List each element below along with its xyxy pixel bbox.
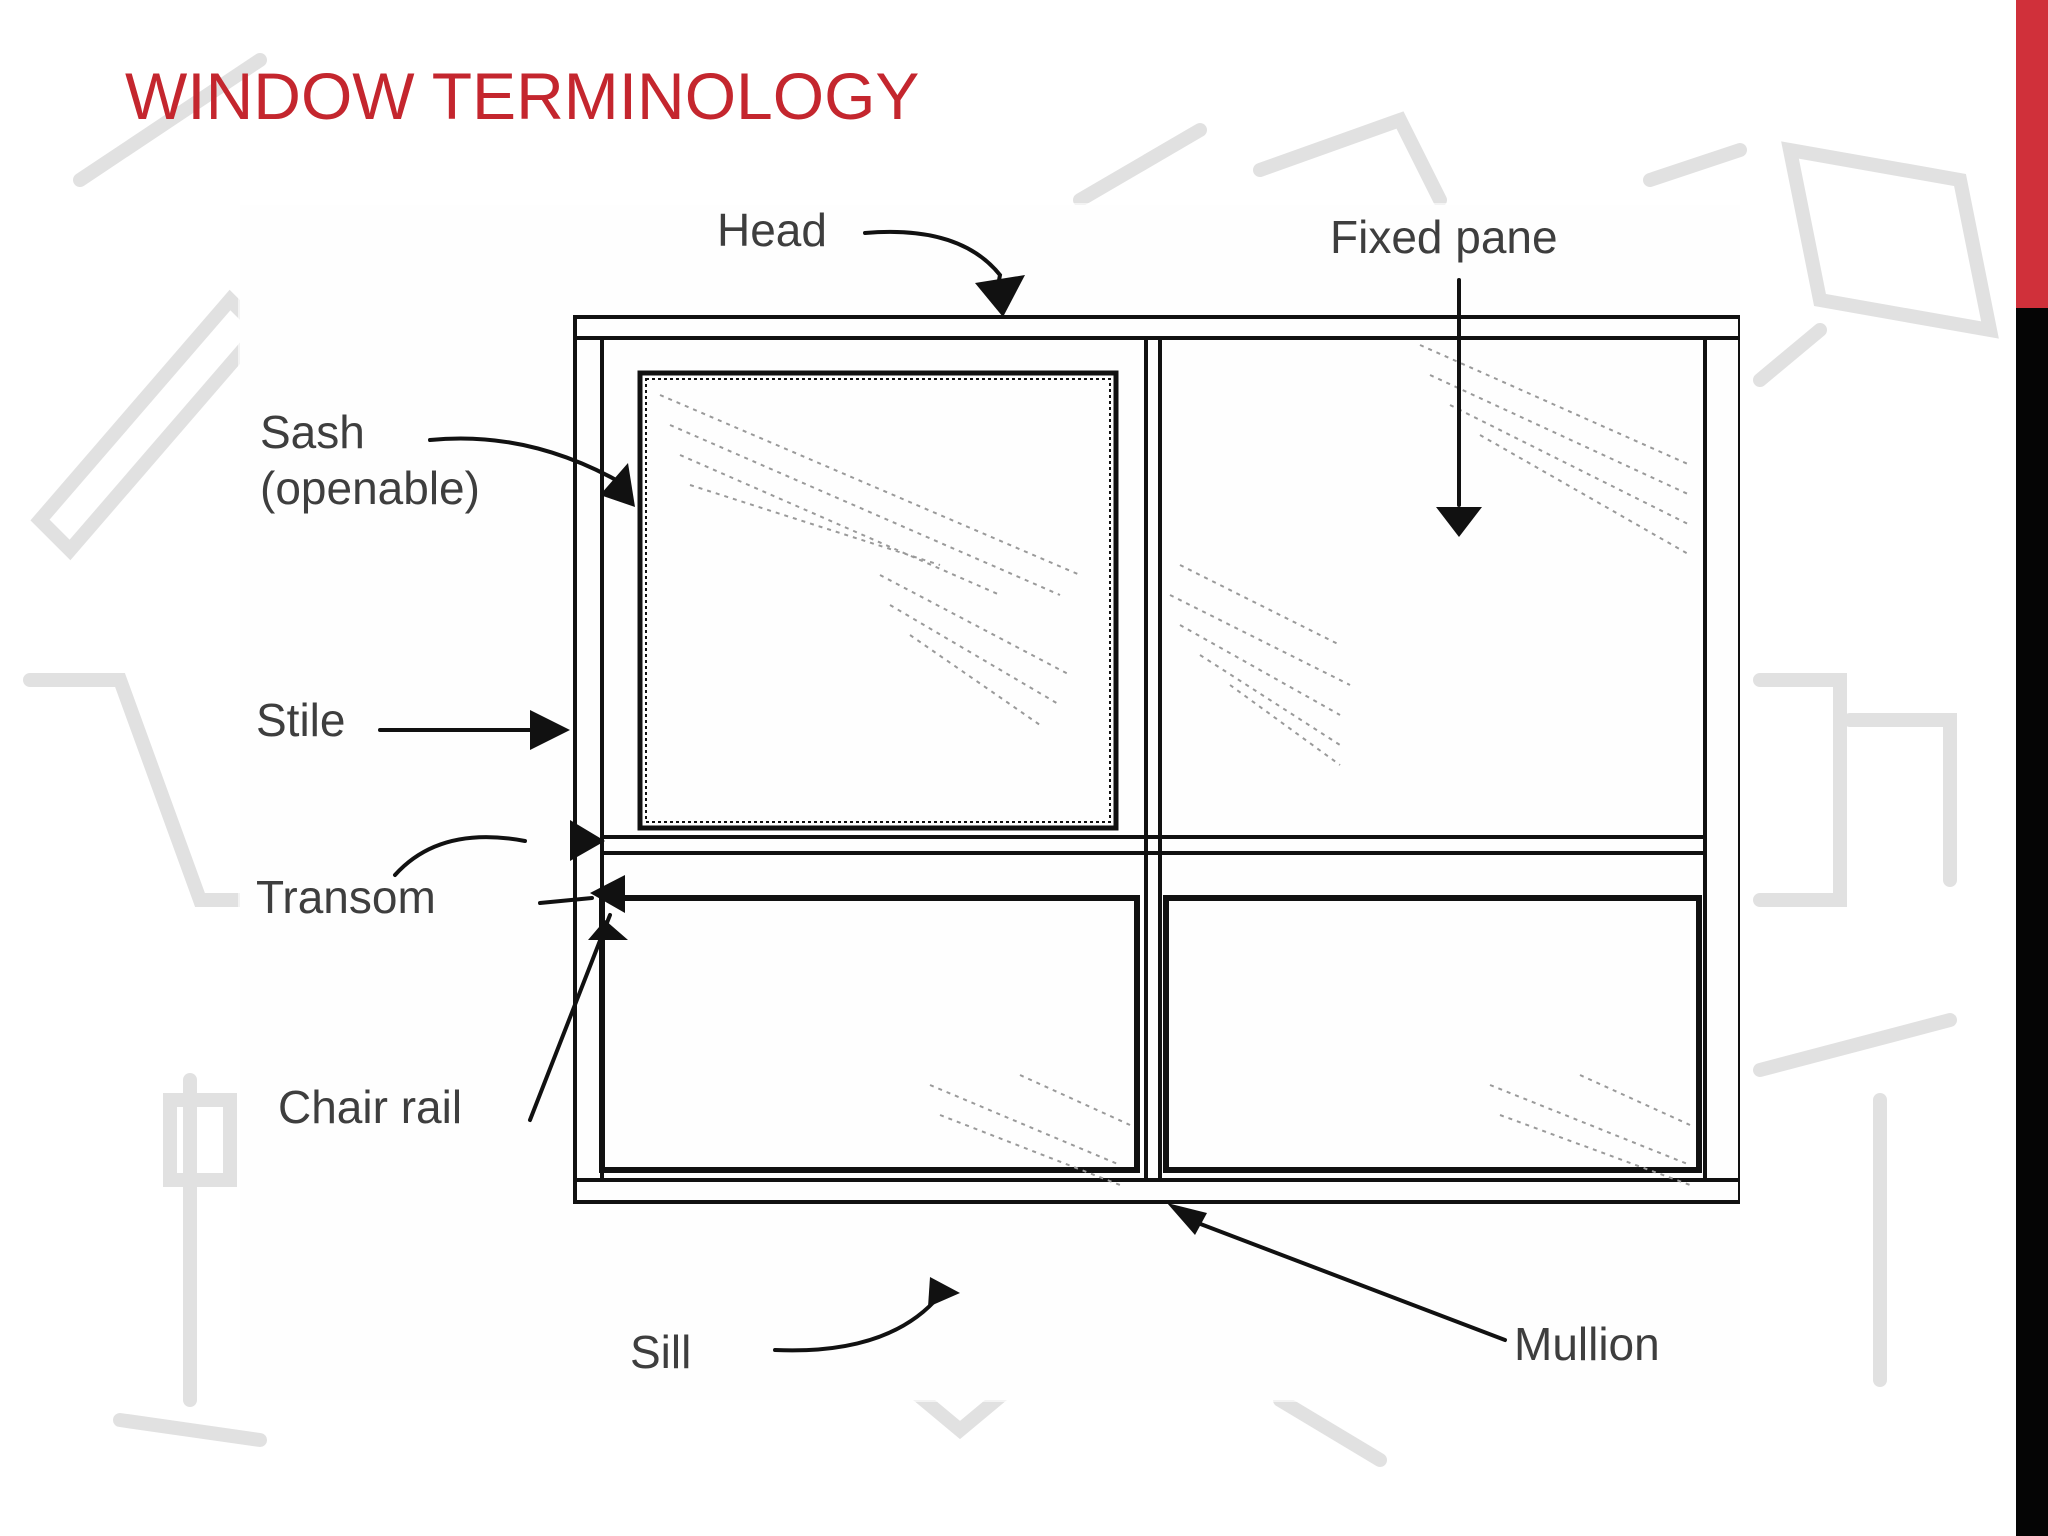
label-transom: Transom	[256, 871, 436, 923]
transom-leader	[393, 835, 527, 877]
label-head: Head	[717, 204, 827, 256]
transom-arrow-icon	[570, 820, 605, 861]
transom-arrow-icon-2	[590, 875, 625, 913]
lower-right-pane	[1163, 895, 1702, 1173]
label-sill: Sill	[630, 1326, 692, 1378]
glass-reflection	[929, 1074, 1131, 1186]
accent-bar-black	[2016, 308, 2048, 1536]
bg-tool-shape	[30, 289, 270, 561]
bg-tool-shape	[1753, 1013, 1957, 1077]
sash-frame	[637, 370, 1119, 831]
mullion-leader	[1188, 1218, 1507, 1342]
sash-frame-dotted	[645, 378, 1111, 823]
glass-reflection	[1419, 344, 1691, 556]
label-sash-note: (openable)	[260, 462, 480, 514]
sash-arrow-icon	[600, 463, 635, 507]
chair-rail-arrow-icon	[588, 920, 628, 940]
bg-tool-shape	[1643, 143, 1747, 187]
fixed-pane-arrow-icon	[1436, 507, 1482, 537]
bg-tool-shape	[1273, 1393, 1387, 1467]
label-chair-rail: Chair rail	[278, 1081, 463, 1133]
bg-tool-shape	[163, 1093, 237, 1187]
accent-bar-red	[2016, 0, 2048, 308]
mullion-arrow-icon	[1167, 1203, 1207, 1235]
stile-arrow-icon	[530, 710, 570, 750]
label-sash: Sash	[260, 406, 365, 458]
slide-title: WINDOW TERMINOLOGY	[125, 59, 920, 133]
bg-tool-shape	[113, 1413, 267, 1447]
bg-tool-shape	[1253, 111, 1447, 207]
head-leader	[863, 229, 1003, 293]
transom-leader-2	[538, 896, 594, 905]
label-stile: Stile	[256, 694, 346, 746]
lower-left-pane	[599, 895, 1140, 1173]
bg-tool-shape	[1753, 323, 1827, 387]
glass-reflection	[1489, 1074, 1691, 1186]
bg-tool-shape	[23, 673, 267, 907]
sill-arrow-icon	[928, 1277, 960, 1307]
head-arrow-icon	[975, 275, 1025, 317]
sill-leader	[773, 1293, 942, 1353]
bg-tool-shape	[73, 53, 267, 187]
label-mullion: Mullion	[1514, 1318, 1660, 1370]
label-fixed-pane: Fixed pane	[1330, 211, 1558, 263]
glass-reflection	[1169, 564, 1351, 766]
window-outer-frame	[573, 315, 1740, 1204]
window-drawing	[378, 229, 1740, 1353]
bg-tool-shape	[1073, 123, 1207, 207]
bg-tool-shape	[1843, 713, 1957, 887]
bg-tool-shape	[1781, 141, 1999, 339]
glass-reflection	[659, 394, 1081, 726]
sash-leader	[428, 436, 627, 487]
window-diagram: Head Fixed pane Sash (openable) Stile Tr…	[240, 204, 1740, 1400]
chair-rail-leader	[528, 913, 612, 1122]
bg-tool-shape	[1753, 673, 1847, 907]
